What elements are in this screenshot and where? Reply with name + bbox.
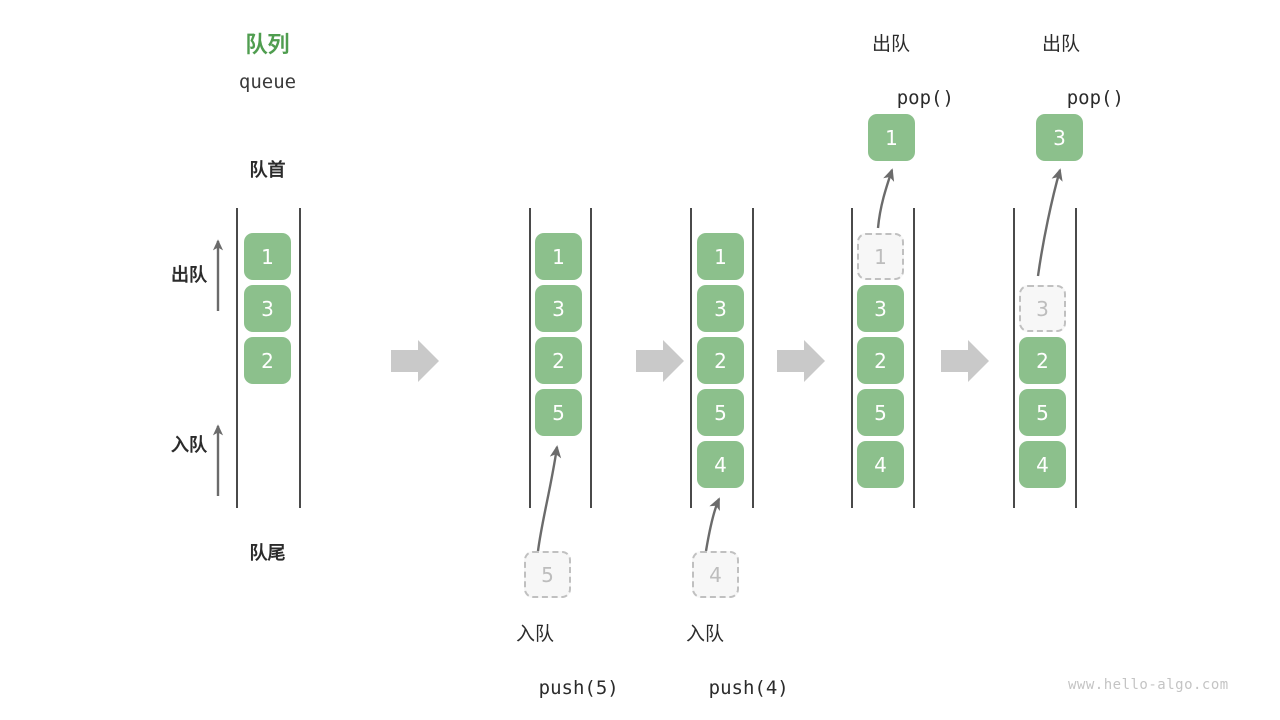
queue-cell: 5 xyxy=(535,389,582,436)
rail-left xyxy=(690,208,692,508)
step-caption-cn: 出队 xyxy=(871,33,910,55)
push-source-cell: 5 xyxy=(524,551,571,598)
queue-cell: 5 xyxy=(697,389,744,436)
step-caption-code: push(4) xyxy=(640,660,789,717)
caption-code-post: ) xyxy=(942,87,954,109)
queue-cell-removed: 3 xyxy=(1019,285,1066,332)
step-caption-code: pop() xyxy=(826,70,956,127)
queue-cell: 1 xyxy=(697,233,744,280)
page-subtitle: queue xyxy=(238,71,297,93)
step-caption-cn: 入队 xyxy=(515,623,554,645)
queue-cell: 4 xyxy=(1019,441,1066,488)
queue-cell: 4 xyxy=(857,441,904,488)
caption-code-post: ) xyxy=(1112,87,1124,109)
step-caption-cn: 出队 xyxy=(1041,33,1080,55)
queue-cell: 3 xyxy=(244,285,291,332)
pop-1-arrow xyxy=(876,168,895,229)
queue-cell: 5 xyxy=(1019,389,1066,436)
queue-cell: 2 xyxy=(244,337,291,384)
caption-code-arg: 4 xyxy=(765,677,778,699)
push-source-cell: 4 xyxy=(692,551,739,598)
step-arrow-4 xyxy=(941,340,989,382)
rail-right xyxy=(299,208,301,508)
queue-cell: 5 xyxy=(857,389,904,436)
caption-code-arg: 5 xyxy=(595,677,608,699)
queue-cell-removed: 1 xyxy=(857,233,904,280)
caption-code-pre: pop( xyxy=(1066,87,1113,109)
page-title: 队列 xyxy=(245,33,290,58)
rail-right xyxy=(752,208,754,508)
queue-cell: 3 xyxy=(857,285,904,332)
caption-code-post: ) xyxy=(777,677,789,699)
caption-code-pre: push( xyxy=(538,677,596,699)
caption-code-pre: pop( xyxy=(896,87,943,109)
queue-head-label: 队首 xyxy=(249,160,286,181)
rail-left xyxy=(851,208,853,508)
rail-right xyxy=(913,208,915,508)
queue-cell: 2 xyxy=(857,337,904,384)
step-caption-cn: 入队 xyxy=(685,623,724,645)
rail-left xyxy=(1013,208,1015,508)
pop-3-arrow xyxy=(1036,168,1063,277)
popped-cell: 3 xyxy=(1036,114,1083,161)
step-arrow-2 xyxy=(636,340,684,382)
rail-right xyxy=(590,208,592,508)
rail-left xyxy=(236,208,238,508)
caption-code-pre: push( xyxy=(708,677,766,699)
dequeue-label: 出队 xyxy=(171,265,207,286)
queue-cell: 3 xyxy=(697,285,744,332)
queue-cell: 2 xyxy=(1019,337,1066,384)
queue-cell: 2 xyxy=(697,337,744,384)
rail-left xyxy=(529,208,531,508)
queue-tail-label: 队尾 xyxy=(249,543,286,564)
caption-code-post: ) xyxy=(607,677,619,699)
enqueue-label: 入队 xyxy=(171,435,207,456)
step-arrow-1 xyxy=(391,340,439,382)
queue-cell: 2 xyxy=(535,337,582,384)
queue-cell: 3 xyxy=(535,285,582,332)
push-4-arrow xyxy=(704,497,721,552)
popped-cell: 1 xyxy=(868,114,915,161)
step-caption-code: push(5) xyxy=(470,660,619,717)
queue-cell: 4 xyxy=(697,441,744,488)
watermark: www.hello-algo.com xyxy=(1068,677,1229,693)
queue-cell: 1 xyxy=(535,233,582,280)
step-arrow-3 xyxy=(777,340,825,382)
step-caption-code: pop() xyxy=(996,70,1126,127)
rail-right xyxy=(1075,208,1077,508)
queue-cell: 1 xyxy=(244,233,291,280)
push-5-arrow xyxy=(536,445,562,552)
